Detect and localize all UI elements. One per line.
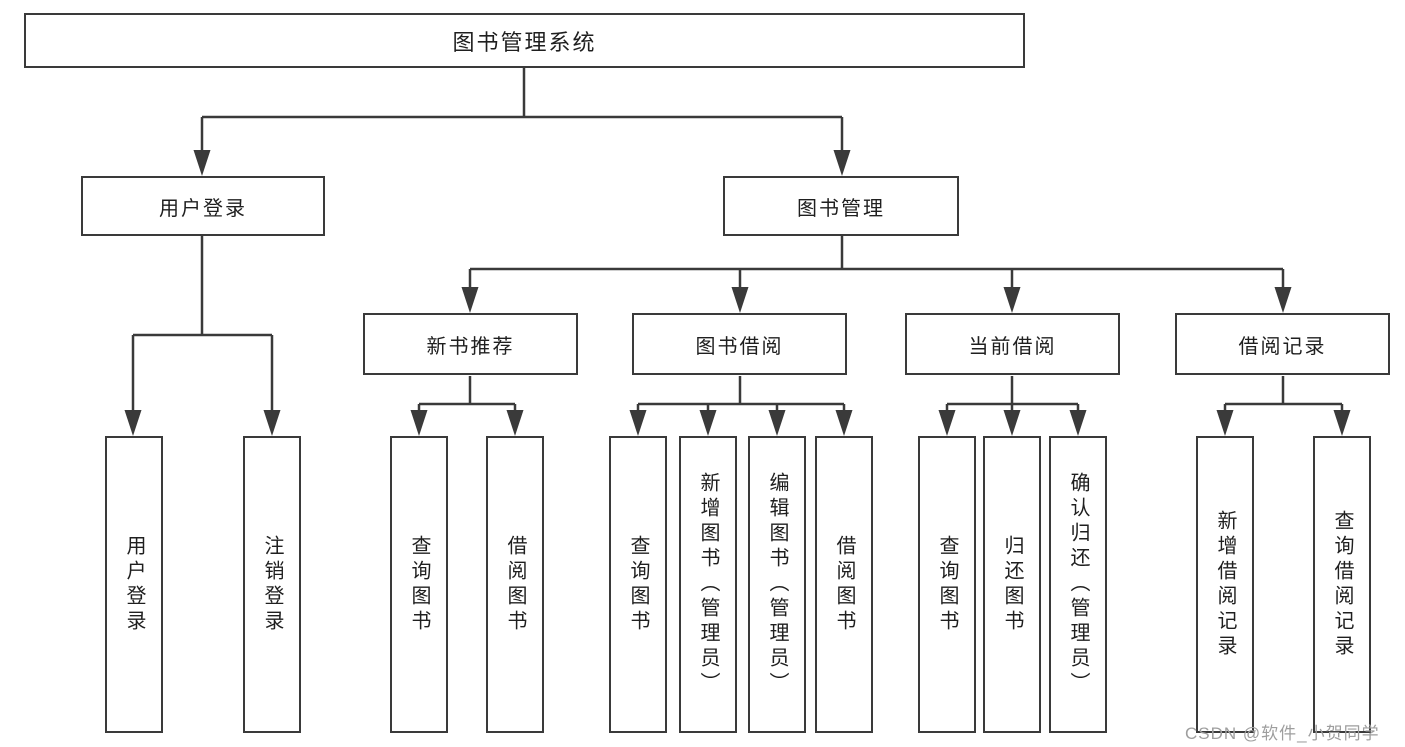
leaf-records-add-record-label: 新增借阅记录 <box>1214 509 1236 660</box>
leaf-current-confirm-return-admin: 确认归还（管理员） <box>1049 436 1107 733</box>
leaf-recommend-query-book: 查询图书 <box>390 436 448 733</box>
node-book-management: 图书管理 <box>723 176 959 236</box>
leaf-user-login: 用户登录 <box>105 436 163 733</box>
leaf-current-return-book-label: 归还图书 <box>1001 534 1023 635</box>
node-book-management-label: 图书管理 <box>797 197 885 220</box>
leaf-records-add-record: 新增借阅记录 <box>1196 436 1254 733</box>
leaf-borrow-edit-book-admin: 编辑图书（管理员） <box>748 436 806 733</box>
node-book-borrow-label: 图书借阅 <box>695 335 784 358</box>
leaf-current-query-book-label: 查询图书 <box>936 534 958 635</box>
leaf-recommend-query-book-label: 查询图书 <box>408 534 430 635</box>
leaf-user-login-label: 用户登录 <box>123 534 145 635</box>
leaf-borrow-query-book: 查询图书 <box>609 436 667 733</box>
leaf-current-query-book: 查询图书 <box>918 436 976 733</box>
leaf-borrow-borrow-book-label: 借阅图书 <box>833 534 855 635</box>
node-current-borrow-label: 当前借阅 <box>968 335 1057 358</box>
node-new-book-recommend-label: 新书推荐 <box>426 335 515 358</box>
leaf-records-query-record: 查询借阅记录 <box>1313 436 1371 733</box>
leaf-current-return-book: 归还图书 <box>983 436 1041 733</box>
leaf-borrow-borrow-book: 借阅图书 <box>815 436 873 733</box>
arrowheads <box>124 150 1351 436</box>
leaf-logout: 注销登录 <box>243 436 301 733</box>
node-user-login: 用户登录 <box>81 176 325 236</box>
watermark: CSDN @软件_小贺同学 <box>1185 724 1380 743</box>
node-user-login-label: 用户登录 <box>159 197 247 220</box>
leaf-recommend-borrow-book: 借阅图书 <box>486 436 544 733</box>
node-book-borrow: 图书借阅 <box>632 313 847 375</box>
leaf-recommend-borrow-book-label: 借阅图书 <box>504 534 526 635</box>
node-borrow-records: 借阅记录 <box>1175 313 1390 375</box>
leaf-logout-label: 注销登录 <box>261 534 283 635</box>
leaf-borrow-query-book-label: 查询图书 <box>627 534 649 635</box>
leaf-borrow-edit-book-admin-label: 编辑图书（管理员） <box>766 472 788 697</box>
leaf-current-confirm-return-admin-label: 确认归还（管理员） <box>1067 472 1089 697</box>
node-borrow-records-label: 借阅记录 <box>1238 335 1327 358</box>
node-library-system: 图书管理系统 <box>24 13 1025 68</box>
leaf-borrow-add-book-admin-label: 新增图书（管理员） <box>697 472 719 697</box>
node-current-borrow: 当前借阅 <box>905 313 1120 375</box>
leaf-borrow-add-book-admin: 新增图书（管理员） <box>679 436 737 733</box>
node-library-system-label: 图书管理系统 <box>452 29 597 55</box>
node-new-book-recommend: 新书推荐 <box>363 313 578 375</box>
leaf-records-query-record-label: 查询借阅记录 <box>1331 509 1353 660</box>
